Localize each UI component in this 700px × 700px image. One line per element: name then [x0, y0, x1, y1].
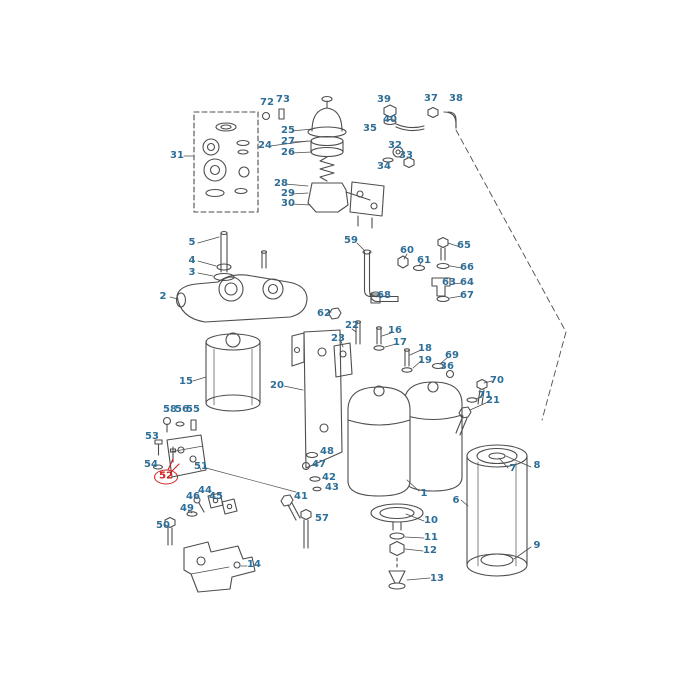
part-label-20[interactable]: 20 — [270, 380, 284, 391]
part-label-28[interactable]: 28 — [274, 178, 288, 189]
highlight-leader — [167, 458, 180, 472]
part-label-42[interactable]: 42 — [322, 472, 336, 483]
part-label-16[interactable]: 16 — [388, 325, 402, 336]
part-label-47[interactable]: 47 — [312, 459, 326, 470]
right-bolts — [431, 362, 488, 436]
part-label-1[interactable]: 1 — [420, 488, 428, 499]
part-label-55[interactable]: 55 — [186, 404, 200, 415]
top-pipe-fittings — [382, 104, 567, 421]
part-label-40[interactable]: 40 — [383, 114, 397, 125]
part-label-64[interactable]: 64 — [460, 277, 474, 288]
part-label-31[interactable]: 31 — [170, 150, 184, 161]
part-label-71[interactable]: 71 — [478, 390, 492, 401]
filter-head — [175, 230, 308, 323]
part-label-14[interactable]: 14 — [247, 559, 261, 570]
part-label-8[interactable]: 8 — [533, 460, 541, 471]
part-label-7[interactable]: 7 — [509, 463, 517, 474]
part-label-50[interactable]: 50 — [156, 520, 170, 531]
part-label-41[interactable]: 41 — [294, 491, 308, 502]
part-label-38[interactable]: 38 — [449, 93, 463, 104]
part-label-43[interactable]: 43 — [325, 482, 339, 493]
part-label-48[interactable]: 48 — [320, 446, 334, 457]
leader-lines — [169, 128, 532, 581]
fuel-lift-pump — [261, 95, 385, 229]
filter-element — [466, 444, 528, 577]
part-label-10[interactable]: 10 — [424, 515, 438, 526]
part-label-30[interactable]: 30 — [281, 198, 295, 209]
filter-cartridge — [205, 332, 261, 412]
part-label-13[interactable]: 13 — [430, 573, 444, 584]
part-label-22[interactable]: 22 — [345, 320, 359, 331]
part-label-65[interactable]: 65 — [457, 240, 471, 251]
part-label-21[interactable]: 21 — [486, 395, 500, 406]
part-label-73[interactable]: 73 — [276, 94, 290, 105]
sediment-bowl-parts — [370, 503, 424, 590]
part-label-29[interactable]: 29 — [281, 188, 295, 199]
part-label-32[interactable]: 32 — [388, 140, 402, 151]
support-bracket — [183, 541, 256, 593]
gasket-kit-box — [193, 111, 259, 213]
part-label-58[interactable]: 58 — [163, 404, 177, 415]
part-label-45[interactable]: 45 — [209, 491, 223, 502]
part-label-25[interactable]: 25 — [281, 125, 295, 136]
studs-and-washers — [333, 320, 413, 378]
part-label-53[interactable]: 53 — [145, 431, 159, 442]
part-label-24[interactable]: 24 — [258, 140, 272, 151]
part-label-11[interactable]: 11 — [424, 532, 438, 543]
part-label-4[interactable]: 4 — [188, 255, 196, 266]
centre-fixings — [205, 451, 322, 549]
part-label-35[interactable]: 35 — [363, 123, 377, 134]
part-label-72[interactable]: 72 — [260, 97, 274, 108]
part-label-12[interactable]: 12 — [423, 545, 437, 556]
part-label-34[interactable]: 34 — [377, 161, 391, 172]
part-label-52[interactable]: 52 — [154, 469, 178, 485]
part-label-51[interactable]: 51 — [194, 461, 208, 472]
part-label-61[interactable]: 61 — [417, 255, 431, 266]
part-label-62[interactable]: 62 — [317, 308, 331, 319]
part-label-69[interactable]: 69 — [445, 350, 459, 361]
part-label-46[interactable]: 46 — [186, 491, 200, 502]
part-label-39[interactable]: 39 — [377, 94, 391, 105]
part-label-19[interactable]: 19 — [418, 355, 432, 366]
part-label-44[interactable]: 44 — [198, 485, 212, 496]
twin-filter-assembly — [347, 381, 463, 497]
part-label-17[interactable]: 17 — [393, 337, 407, 348]
part-label-67[interactable]: 67 — [460, 290, 474, 301]
part-label-36[interactable]: 36 — [440, 361, 454, 372]
part-label-37[interactable]: 37 — [424, 93, 438, 104]
part-label-27[interactable]: 27 — [281, 136, 295, 147]
part-label-15[interactable]: 15 — [179, 376, 193, 387]
part-label-54[interactable]: 54 — [144, 459, 158, 470]
part-label-3[interactable]: 3 — [188, 267, 196, 278]
part-label-6[interactable]: 6 — [452, 495, 460, 506]
part-label-57[interactable]: 57 — [315, 513, 329, 524]
part-label-63[interactable]: 63 — [442, 277, 456, 288]
part-label-33[interactable]: 33 — [399, 150, 413, 161]
part-label-23[interactable]: 23 — [331, 333, 345, 344]
part-label-60[interactable]: 60 — [400, 245, 414, 256]
part-label-2[interactable]: 2 — [159, 291, 167, 302]
part-label-18[interactable]: 18 — [418, 343, 432, 354]
part-label-49[interactable]: 49 — [180, 503, 194, 514]
part-label-66[interactable]: 66 — [460, 262, 474, 273]
part-label-56[interactable]: 56 — [175, 404, 189, 415]
part-label-59[interactable]: 59 — [344, 235, 358, 246]
fuel-pipe-and-unions — [328, 236, 451, 320]
part-label-26[interactable]: 26 — [281, 147, 295, 158]
part-label-68[interactable]: 68 — [377, 290, 391, 301]
part-label-5[interactable]: 5 — [188, 237, 196, 248]
part-label-70[interactable]: 70 — [490, 375, 504, 386]
mounting-plate — [291, 329, 343, 469]
part-label-9[interactable]: 9 — [533, 540, 541, 551]
